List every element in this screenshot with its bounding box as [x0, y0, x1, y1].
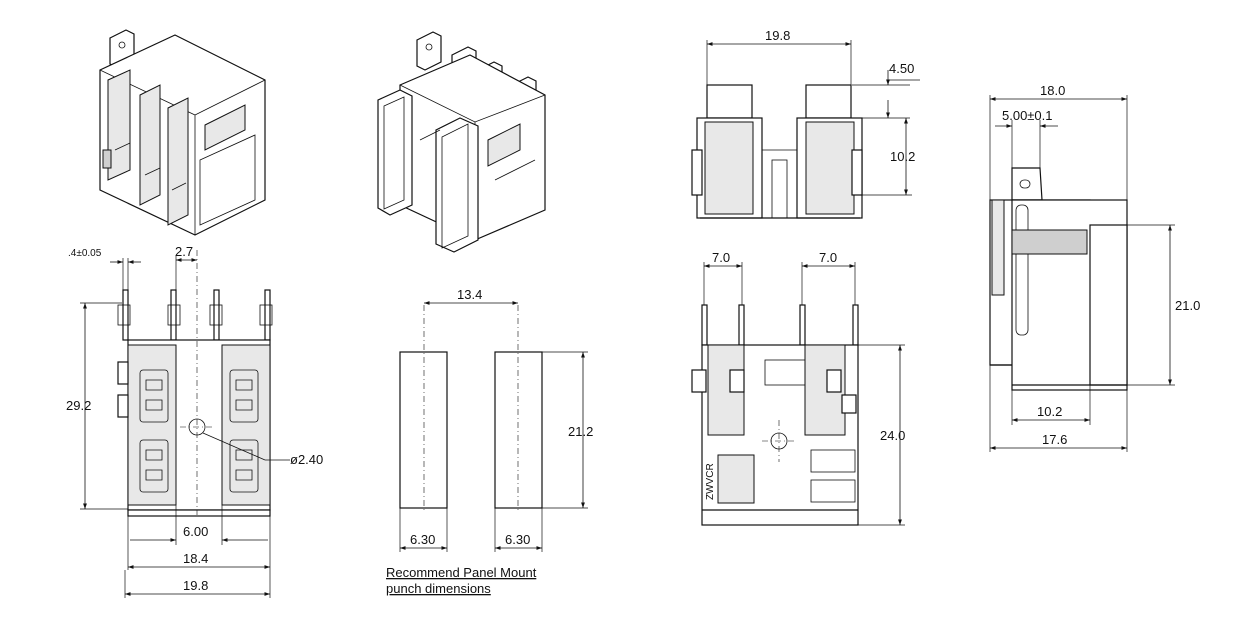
- top-view: [691, 84, 863, 219]
- panel-punch-dimensions: 13.4 21.2 6.30 6.30 Recommend Panel Moun…: [386, 287, 593, 596]
- dim-rear-right: 7.0: [819, 250, 837, 265]
- dim-punch-width-left: 6.30: [410, 532, 435, 547]
- dim-punch-pitch: 13.4: [457, 287, 482, 302]
- dim-top-width: 19.8: [765, 28, 790, 43]
- side-view-dimensions: 18.0 5.00±0.1 21.0 10.2 17.6: [989, 83, 1200, 452]
- dim-top-offset: 4.50: [889, 61, 914, 76]
- dim-side-base: 10.2: [1037, 404, 1062, 419]
- dim-rear-height: 24.0: [880, 428, 905, 443]
- isometric-view-front: [99, 29, 266, 236]
- dim-side-slot: 5.00±0.1: [1002, 108, 1053, 123]
- front-view: [117, 250, 273, 517]
- rear-view: ZWVCR: [691, 304, 859, 526]
- dim-side-overall: 17.6: [1042, 432, 1067, 447]
- top-view-dimensions: 19.8 4.50 10.2: [706, 28, 920, 196]
- dim-front-height: 29.2: [66, 398, 91, 413]
- dim-top-height: 10.2: [890, 149, 915, 164]
- front-view-dimensions: .4±0.05 2.7 29.2 ø2.40 6.00 18.4 19.8: [66, 244, 323, 598]
- rear-view-dimensions: 7.0 7.0 24.0: [703, 250, 905, 526]
- dim-inner-width: 6.00: [183, 524, 208, 539]
- component-marking: ZWVCR: [705, 463, 716, 500]
- panel-punch-view: [399, 305, 543, 512]
- dim-side-height: 21.0: [1175, 298, 1200, 313]
- note-line-2: punch dimensions: [386, 581, 491, 596]
- dim-punch-width-right: 6.30: [505, 532, 530, 547]
- note-line-1: Recommend Panel Mount: [386, 565, 537, 580]
- dim-body-width: 18.4: [183, 551, 208, 566]
- dim-side-width: 18.0: [1040, 83, 1065, 98]
- dim-lead-width: .4±0.05: [68, 248, 102, 259]
- dim-rear-left: 7.0: [712, 250, 730, 265]
- dim-lead-pitch: 2.7: [175, 244, 193, 259]
- dim-punch-height: 21.2: [568, 424, 593, 439]
- dim-hole-diameter: ø2.40: [290, 452, 323, 467]
- isometric-view-panel: [377, 31, 546, 253]
- side-view: [989, 167, 1128, 391]
- dim-overall-width: 19.8: [183, 578, 208, 593]
